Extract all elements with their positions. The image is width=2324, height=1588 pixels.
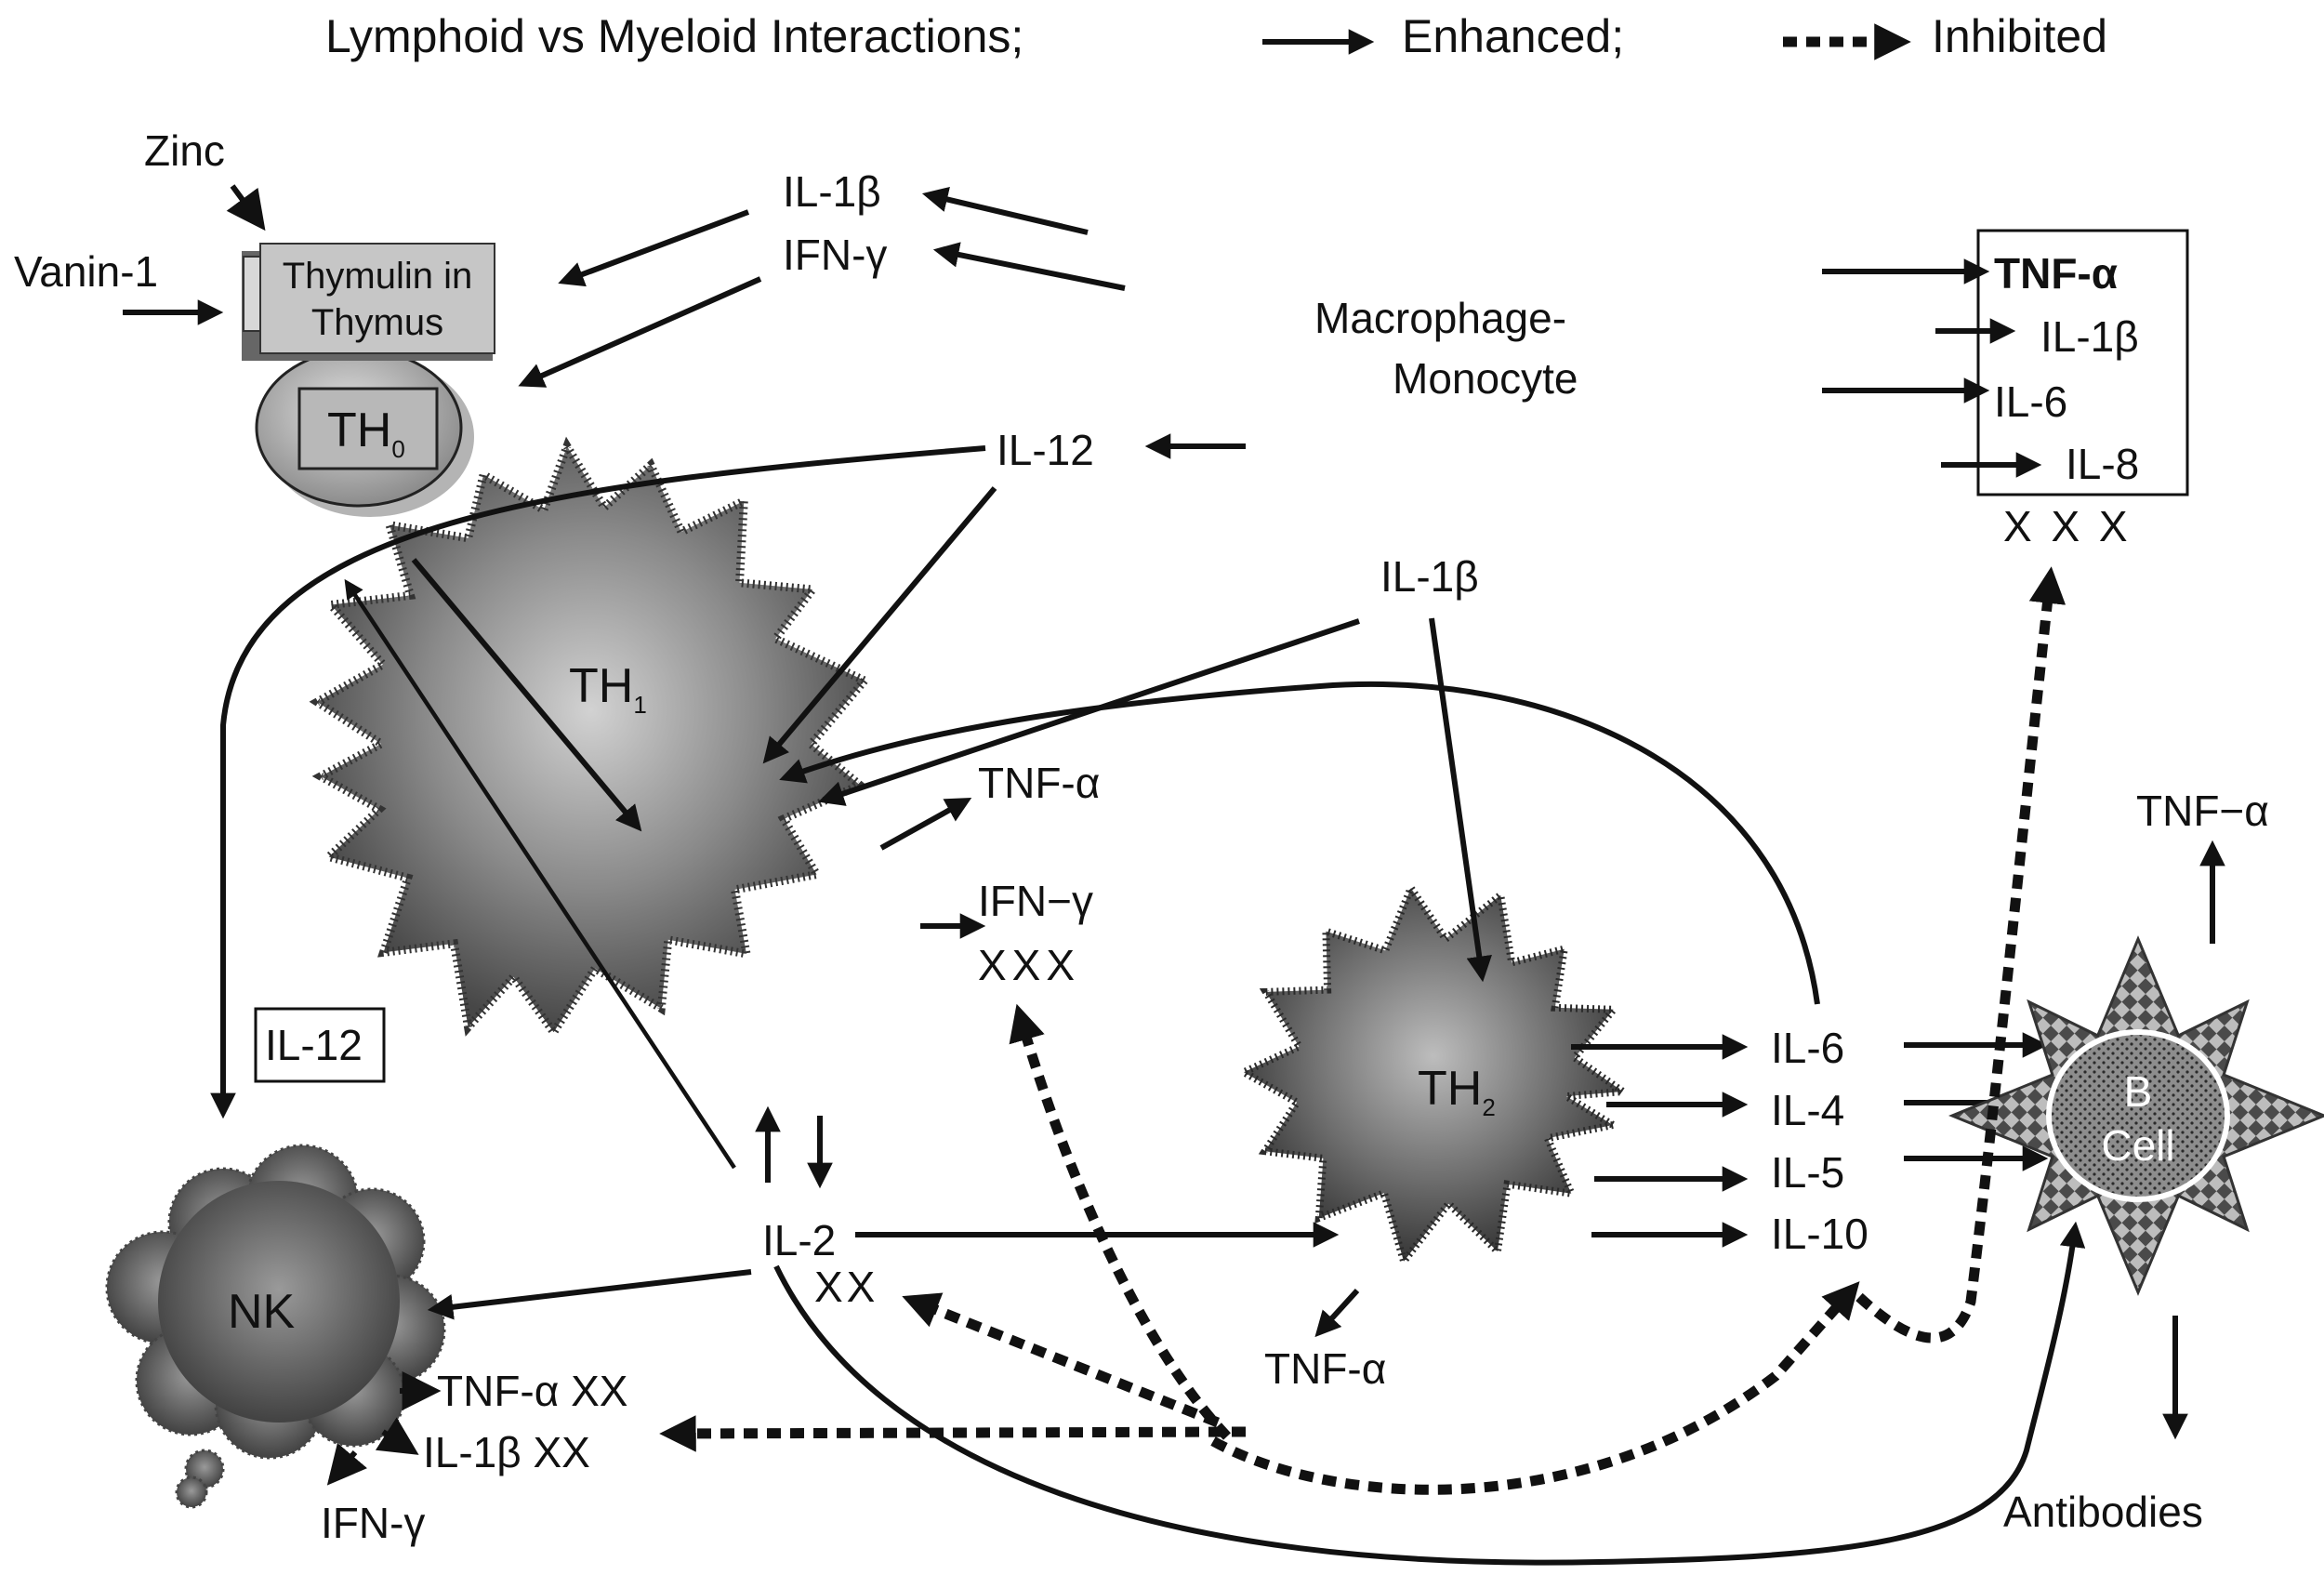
legend-enhanced-label: Enhanced; (1402, 10, 1624, 62)
thymulin-box (259, 243, 495, 354)
zinc-label: Zinc (144, 126, 225, 175)
nk-label: NK (228, 1285, 296, 1339)
myeloid-item-il1b: IL-1β (2040, 312, 2139, 361)
il12-to-nk-curve (210, 445, 986, 1119)
il2-to-th0-arrow (344, 578, 736, 1170)
il1b-to-th2-arrow (1429, 617, 1492, 983)
myeloid-item-il6: IL-6 (1994, 377, 2067, 426)
zinc-arrow (226, 184, 266, 232)
inhibit-nk-cytokines-arrow (659, 1415, 1247, 1452)
il6-to-th1-curve (779, 681, 1820, 1005)
inhibit-myeloid-curve (1855, 566, 2067, 1343)
myeloid-inhibit-marks: X X X (2003, 502, 2132, 550)
inhibit-ifng-curve (1009, 1003, 1231, 1440)
th2-il4-label: IL-4 (1771, 1086, 1844, 1134)
bcell-label-line2: Cell (2101, 1121, 2174, 1170)
enhancing-connectors (210, 445, 2086, 1566)
il12-top-label: IL-12 (997, 426, 1094, 474)
il2-to-bcell-curve (773, 1221, 2086, 1566)
antibodies-label: Antibodies (2003, 1488, 2203, 1536)
nk-to-il1b-arrow (375, 1417, 419, 1455)
macrophage-group: IL-1β IFN-γ Macrophage- Monocyte IL-12 I… (518, 167, 1578, 601)
myeloid-item-il8: IL-8 (2066, 440, 2139, 488)
th1-tnfa-label: TNF-α (978, 759, 1100, 807)
il2-to-nk-arrow (427, 1269, 752, 1320)
macrophage-label-line2: Monocyte (1393, 354, 1578, 403)
nk-core (158, 1181, 400, 1423)
macrophage-to-il1b-arrow (921, 186, 1089, 235)
th2-il6-label: IL-6 (1771, 1024, 1844, 1072)
th0-to-th1-arrow (411, 558, 642, 832)
legend-inhibited-label: Inhibited (1932, 10, 2107, 62)
ifng-top-label: IFN-γ (783, 231, 887, 279)
il12-box-label: IL-12 (265, 1021, 363, 1069)
il1b-mid-label: IL-1β (1380, 552, 1479, 601)
thymulin-label-line2: Thymus (311, 302, 443, 343)
th2-label: TH2 (1418, 1062, 1496, 1121)
thymus-group: Zinc Vanin-1 TH0 Thymulin in Thymus (14, 126, 495, 517)
il1b-top-label: IL-1β (783, 167, 881, 216)
th0-box (297, 387, 439, 470)
th1-to-tnfa-arrow (879, 797, 972, 851)
th0-label: TH0 (327, 404, 405, 463)
nk-il1b-label: IL-1β XX (423, 1428, 590, 1476)
myeloid-box-frame (1976, 229, 2189, 496)
myeloid-item-tnfa: TNF-α (1994, 249, 2118, 298)
legend-title: Lymphoid vs Myeloid Interactions; (325, 10, 1023, 62)
il12-box (254, 1007, 386, 1083)
inhibit-il10-curve (1210, 1281, 1860, 1495)
th1-ifng-inhibit-marks: XXX (978, 941, 1080, 989)
th1-cell (309, 436, 872, 1040)
th2-tnfa-label: TNF-α (1264, 1344, 1386, 1393)
nk-to-ifng-arrow (326, 1442, 368, 1486)
vanin-label: Vanin-1 (14, 247, 158, 296)
nk-tnfa-label: TNF-α XX (437, 1367, 627, 1415)
bcell-nucleus (2046, 1029, 2230, 1202)
nk-group: IL-12 NK TNF-α XX IL-1β XX IFN-γ (105, 1007, 627, 1547)
il12-to-th1-arrow (762, 486, 997, 764)
il1b-to-thymus-arrow (558, 209, 750, 287)
inhibit-il2-arrow (902, 1292, 1221, 1428)
legend: Lymphoid vs Myeloid Interactions; Enhanc… (325, 10, 2107, 62)
inhibitory-connectors (659, 566, 2067, 1495)
myeloid-cytokine-box: TNF-α IL-1β IL-6 IL-8 X X X (1822, 229, 2189, 550)
th2-cell (1235, 880, 1633, 1270)
bcell-group: B Cell TNF−α Antibodies (1948, 787, 2324, 1536)
bcell-tnfa-label: TNF−α (2136, 787, 2269, 835)
macrophage-to-ifng-arrow (932, 242, 1126, 291)
thymulin-label-line1: Thymulin in (283, 256, 473, 297)
macrophage-label-line1: Macrophage- (1314, 294, 1566, 342)
th2-il5-label: IL-5 (1771, 1148, 1844, 1197)
th1-label: TH1 (569, 659, 647, 719)
il2-label: IL-2 (762, 1216, 836, 1264)
th2-to-tnfa-arrow (1314, 1288, 1360, 1338)
nk-ifng-label: IFN-γ (321, 1499, 425, 1547)
il2-inhibit-marks: XX (814, 1263, 878, 1311)
th2-il10-label: IL-10 (1771, 1210, 1868, 1258)
ifng-to-th0-arrow (518, 276, 762, 388)
th1-ifng-label: IFN−γ (978, 877, 1093, 925)
th2-group: TH2 TNF-α IL-6 IL-4 IL-5 IL-10 (1235, 880, 2049, 1393)
th1-group: TH1 TNF-α IFN−γ XXX IL-2 XX (309, 436, 1100, 1311)
bcell-label-line1: B (2124, 1067, 2153, 1116)
